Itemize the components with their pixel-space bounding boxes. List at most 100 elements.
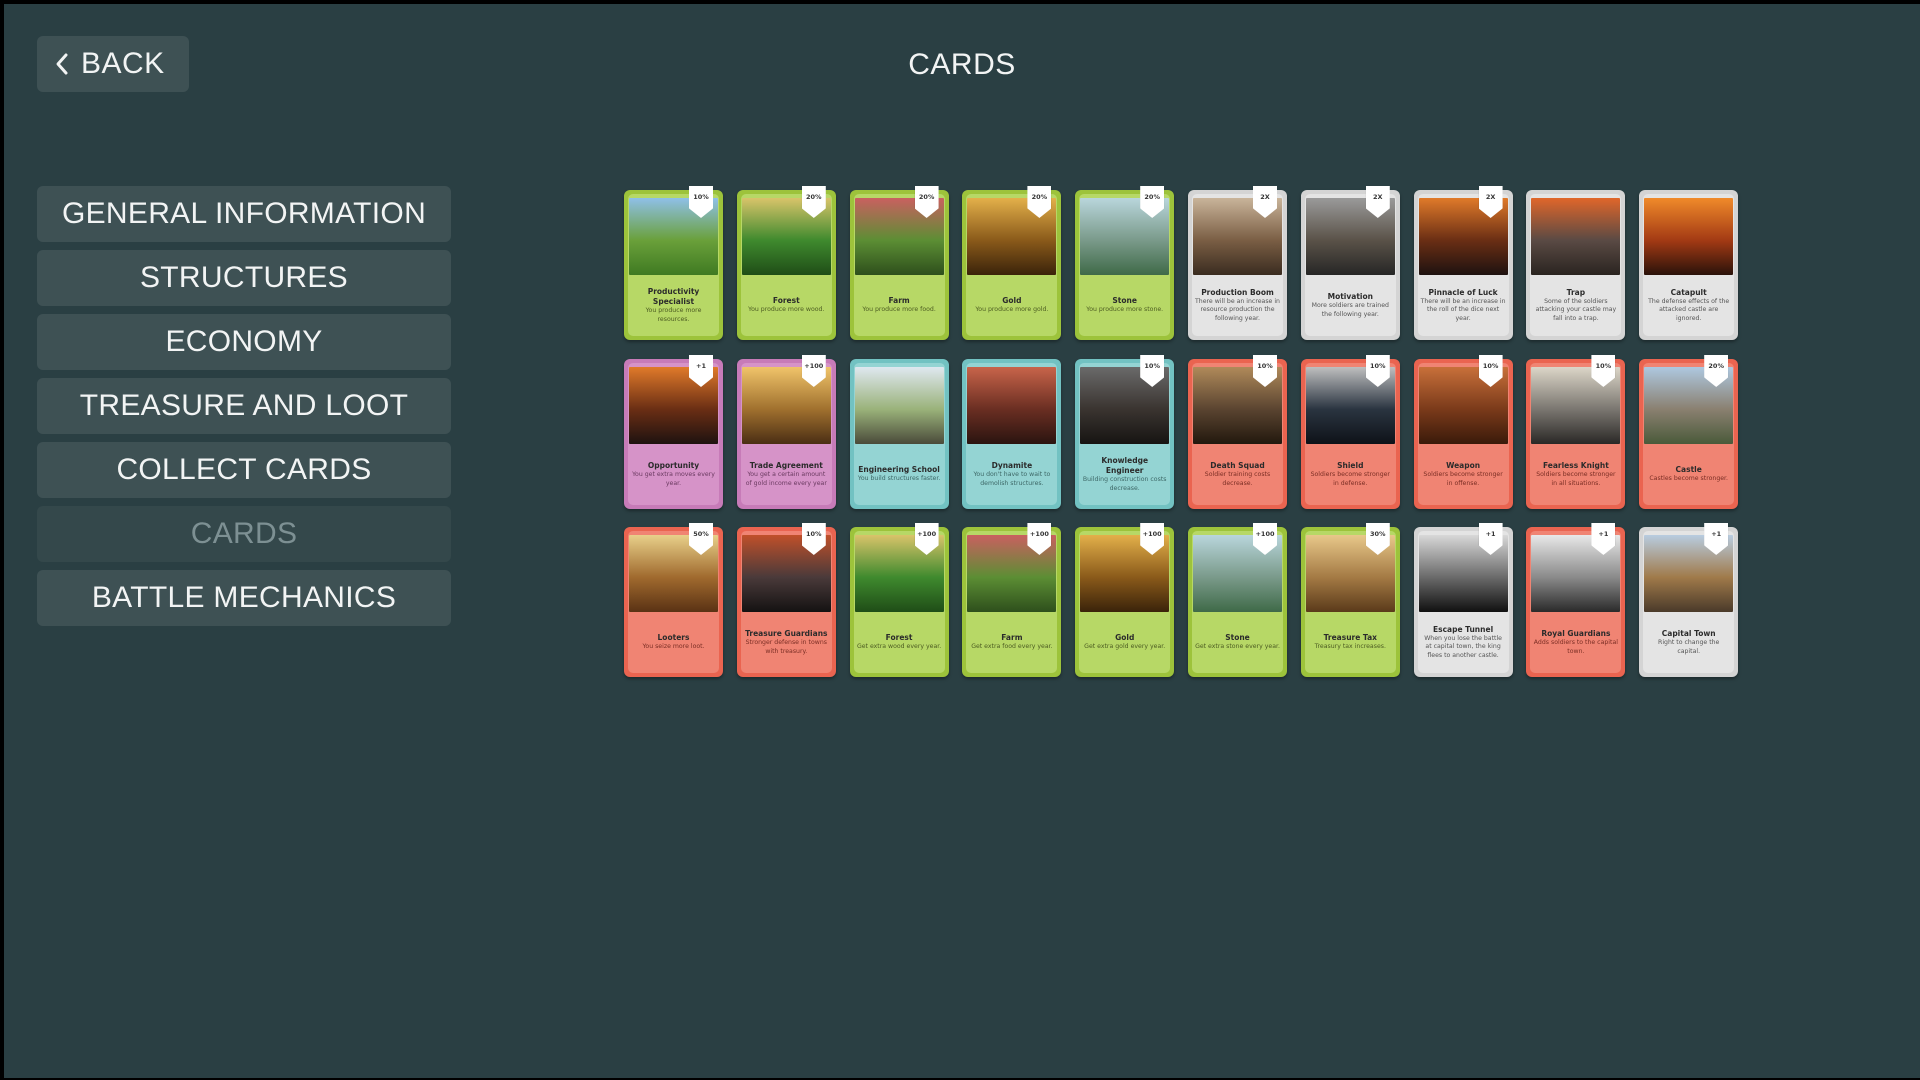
card-title: Royal Guardians xyxy=(1541,629,1611,639)
card-description: You produce more stone. xyxy=(1086,306,1164,314)
card-description: Castles become stronger. xyxy=(1649,475,1729,483)
sidebar-item-general-information[interactable]: GENERAL INFORMATION xyxy=(37,186,451,242)
card-description: You get extra moves every year. xyxy=(632,471,715,487)
card-title: Opportunity xyxy=(647,461,700,471)
back-button[interactable]: BACK xyxy=(37,36,189,92)
sidebar-item-cards[interactable]: CARDS xyxy=(37,506,451,562)
card-title: Motivation xyxy=(1327,292,1373,302)
card-description: Soldiers become stronger in all situatio… xyxy=(1536,471,1616,487)
card-description: Some of the soldiers attacking your cast… xyxy=(1535,297,1617,322)
card-title: Engineering School xyxy=(858,465,940,475)
card-description: You produce more food. xyxy=(862,306,936,314)
sidebar-item-treasure-and-loot[interactable]: TREASURE AND LOOT xyxy=(37,378,451,434)
card-description: You seize more loot. xyxy=(642,643,705,651)
card-title: Dynamite xyxy=(991,461,1033,471)
card-title: Farm xyxy=(888,296,910,306)
card-title: Farm xyxy=(1001,633,1023,643)
card-title: Trap xyxy=(1566,287,1586,297)
card-title: Productivity Specialist xyxy=(647,287,700,307)
card-title: Gold xyxy=(1115,633,1135,643)
sidebar-item-economy[interactable]: ECONOMY xyxy=(37,314,451,370)
card-image-explosion-tower xyxy=(967,367,1057,444)
card-description: Stronger defense in towns with treasury. xyxy=(745,639,827,655)
card-title: Trade Agreement xyxy=(749,461,823,471)
sidebar-item-battle-mechanics[interactable]: BATTLE MECHANICS xyxy=(37,570,451,626)
card-title: Gold xyxy=(1002,296,1022,306)
card-description: Treasury tax increases. xyxy=(1314,643,1386,651)
sidebar-item-structures[interactable]: STRUCTURES xyxy=(37,250,451,306)
card-title: Pinnacle of Luck xyxy=(1428,287,1498,297)
sidebar-item-collect-cards[interactable]: COLLECT CARDS xyxy=(37,442,451,498)
card-title: Fearless Knight xyxy=(1542,461,1609,471)
card-description: Get extra food every year. xyxy=(971,643,1053,651)
card-description: Get extra gold every year. xyxy=(1084,643,1166,651)
card-description: You produce more wood. xyxy=(748,306,825,314)
card-title: Treasure Guardians xyxy=(745,629,828,639)
card-description: The defense effects of the attacked cast… xyxy=(1648,297,1730,322)
back-label: BACK xyxy=(81,47,165,80)
card-title: Production Boom xyxy=(1201,287,1274,297)
card-image-battle xyxy=(1531,198,1621,275)
